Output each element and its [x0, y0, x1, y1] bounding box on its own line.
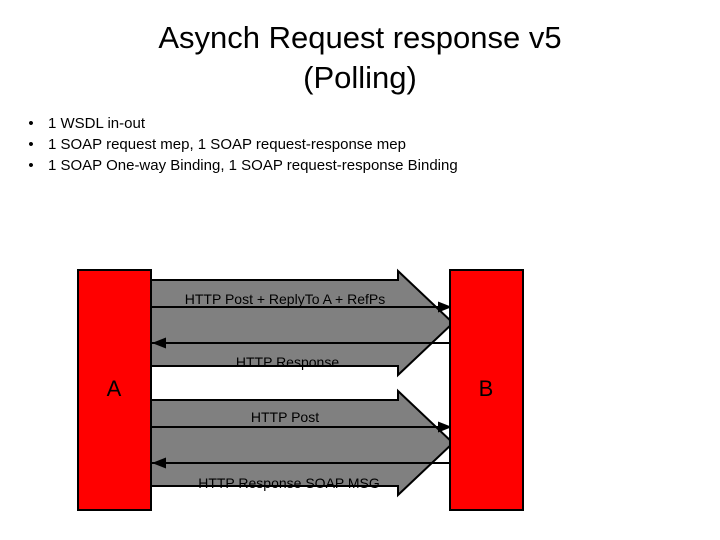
flow-arrow-http-post-replyto [150, 301, 452, 313]
page-title: Asynch Request response v5 (Polling) [0, 18, 720, 98]
flow-arrow-http-response-soap-msg [152, 457, 452, 469]
flow-arrow-http-response [152, 337, 452, 349]
bullet-list: • 1 WSDL in-out • 1 SOAP request mep, 1 … [14, 113, 704, 176]
bullet-marker-icon: • [28, 115, 34, 132]
flow-arrow-http-post [150, 421, 452, 433]
message-label-http-post-replyto: HTTP Post + ReplyTo A + RefPs [184, 291, 386, 307]
block-arrow-lower [149, 388, 455, 498]
bullet-text: 1 WSDL in-out [48, 115, 145, 132]
node-b-box [449, 269, 524, 511]
bullet-marker-icon: • [28, 136, 34, 153]
message-label-http-response-soap-msg: HTTP Response SOAP MSG [198, 475, 380, 491]
page-title-line-2: (Polling) [303, 60, 417, 95]
bullet-text: 1 SOAP request mep, 1 SOAP request-respo… [48, 136, 406, 153]
node-a-box [77, 269, 152, 511]
node-b-label: B [478, 376, 494, 401]
list-item: • 1 WSDL in-out [14, 113, 704, 134]
block-arrow-upper [149, 268, 455, 378]
message-label-http-response: HTTP Response [235, 354, 340, 370]
node-a-label: A [106, 376, 122, 401]
bullet-text: 1 SOAP One-way Binding, 1 SOAP request-r… [48, 157, 458, 174]
list-item: • 1 SOAP request mep, 1 SOAP request-res… [14, 134, 704, 155]
page-title-line-1: Asynch Request response v5 [158, 20, 562, 55]
message-label-http-post: HTTP Post [250, 409, 320, 425]
list-item: • 1 SOAP One-way Binding, 1 SOAP request… [14, 155, 704, 176]
bullet-marker-icon: • [28, 157, 34, 174]
